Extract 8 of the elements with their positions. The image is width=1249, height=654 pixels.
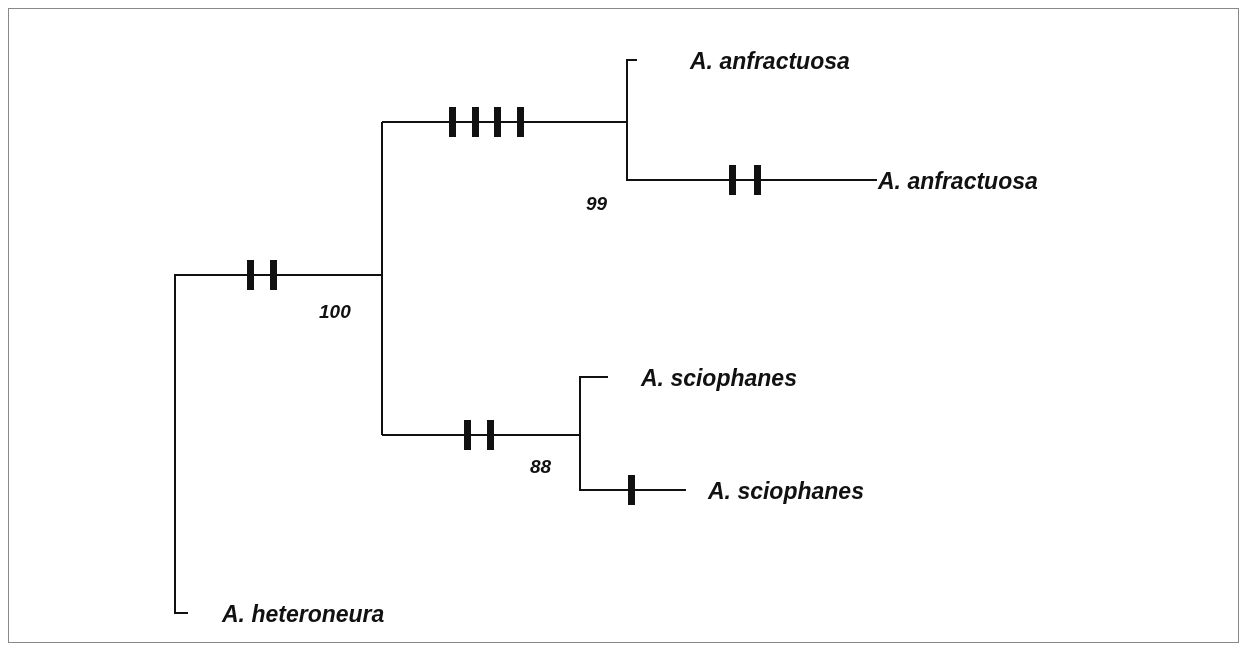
taxon-name: A. heteroneura — [222, 602, 385, 626]
bootstrap-value: 99 — [586, 193, 608, 213]
taxon-name: A. sciophanes — [641, 366, 797, 390]
taxon-name: A. anfractuosa — [878, 169, 1038, 193]
taxon-name: A. anfractuosa — [690, 49, 850, 73]
bootstrap-value: 100 — [319, 301, 351, 321]
taxon-name: A. sciophanes — [708, 479, 864, 503]
bootstrap-value: 88 — [530, 456, 552, 476]
